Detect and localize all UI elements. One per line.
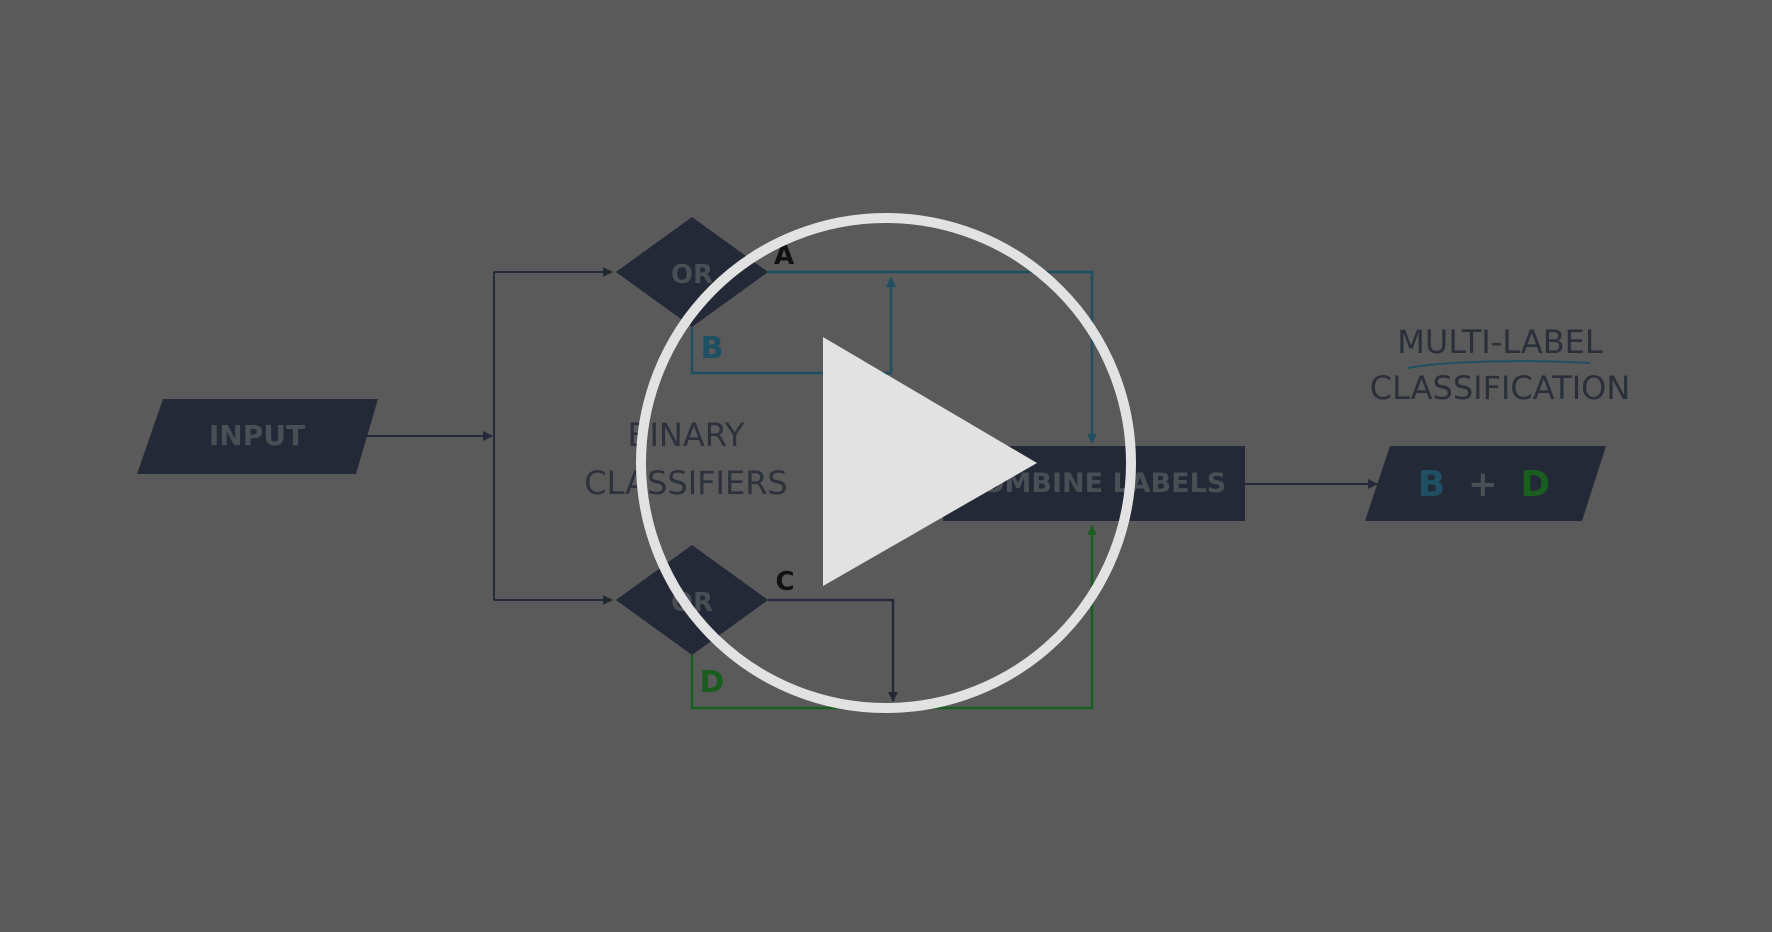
branch-label-d: D bbox=[700, 665, 725, 700]
result-label-b: B bbox=[1418, 464, 1445, 505]
result-label-d: D bbox=[1520, 464, 1550, 505]
input-label: INPUT bbox=[209, 419, 305, 452]
multi-label-heading-line1: MULTI-LABEL bbox=[1397, 323, 1603, 361]
input-node bbox=[137, 399, 378, 474]
branch-label-b: B bbox=[701, 331, 724, 366]
binary-classifiers-line2: CLASSIFIERS bbox=[584, 464, 787, 502]
branch-a-path bbox=[768, 270, 1097, 444]
play-button-ring[interactable] bbox=[636, 213, 1136, 713]
play-button[interactable] bbox=[636, 213, 1136, 713]
heading-underline bbox=[1407, 360, 1591, 369]
or-label-top: OR bbox=[671, 260, 713, 290]
play-icon[interactable] bbox=[823, 337, 1037, 586]
branch-c-path bbox=[768, 598, 898, 702]
or-decision-bottom bbox=[616, 545, 768, 655]
svg-text:B + D: B + D bbox=[1418, 464, 1551, 505]
branch-label-c: C bbox=[775, 567, 794, 597]
result-plus: + bbox=[1468, 464, 1498, 505]
branch-label-a: A bbox=[774, 241, 794, 271]
flowchart-diagram: INPUT OR OR A B C D BINARY CLASSIFIERS C… bbox=[137, 217, 1631, 710]
branch-b-path bbox=[690, 277, 896, 375]
result-node bbox=[1365, 446, 1606, 521]
multi-label-heading-line2: CLASSIFICATION bbox=[1370, 369, 1631, 407]
or-decision-top bbox=[616, 217, 768, 327]
